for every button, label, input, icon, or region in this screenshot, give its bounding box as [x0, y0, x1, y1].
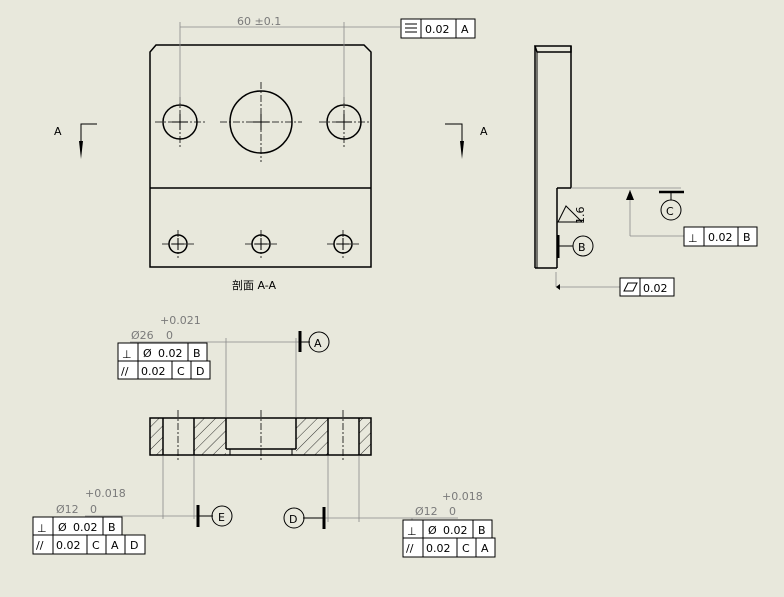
side-view: C 1.6 B ⊥ 0.02 B 0.02 [533, 45, 758, 297]
right-hole-dia: Ø12 [415, 505, 438, 518]
svg-text:Ø: Ø [58, 521, 67, 534]
fcf-bore [117, 342, 211, 380]
section-mark-right: A [445, 123, 488, 159]
svg-text:B: B [108, 521, 116, 534]
roughness-symbol: 1.6 [557, 205, 587, 225]
fcf-flatness-datum: A [461, 23, 469, 36]
svg-text:D: D [130, 539, 138, 552]
datum-d: D [289, 513, 297, 526]
svg-text:⊥: ⊥ [407, 525, 417, 538]
svg-text:A: A [54, 125, 62, 138]
svg-text:0.02: 0.02 [73, 521, 98, 534]
fcf-right-hole [402, 519, 496, 558]
left-hole-tol-lower: 0 [90, 503, 97, 516]
svg-text:Ø: Ø [428, 524, 437, 537]
datum-c: C [666, 205, 674, 218]
bore-tol-lower: 0 [166, 329, 173, 342]
svg-text:D: D [196, 365, 204, 378]
svg-text:C: C [177, 365, 185, 378]
svg-text:A: A [480, 125, 488, 138]
left-hole-tol-upper: +0.018 [85, 487, 126, 500]
svg-text:1.6: 1.6 [574, 207, 587, 225]
section-mark-left: A [54, 123, 97, 159]
svg-text:0.02: 0.02 [56, 539, 81, 552]
svg-text://: // [36, 539, 44, 552]
svg-text:0.02: 0.02 [426, 542, 451, 555]
svg-text:B: B [193, 347, 201, 360]
svg-text:0.02: 0.02 [443, 524, 468, 537]
svg-text:0.02: 0.02 [158, 347, 183, 360]
svg-text:C: C [462, 542, 470, 555]
svg-text:B: B [478, 524, 486, 537]
section-view: A +0.021 Ø26 0 ⊥ Ø 0.02 B // 0.02 C D E [32, 314, 496, 558]
svg-text:A: A [481, 542, 489, 555]
svg-text://: // [121, 365, 129, 378]
svg-text:A: A [111, 539, 119, 552]
svg-text:0.02: 0.02 [708, 231, 733, 244]
datum-b: B [578, 241, 586, 254]
right-hole-tol-lower: 0 [449, 505, 456, 518]
svg-text:Ø: Ø [143, 347, 152, 360]
svg-text:0.02: 0.02 [141, 365, 166, 378]
top-view: 60 ±0.1 0.02 A A A 剖面 A-A [54, 15, 488, 292]
fcf-left-hole [32, 516, 146, 555]
dim-spacing: 60 ±0.1 [237, 15, 281, 28]
svg-text:0.02: 0.02 [643, 282, 668, 295]
small-holes [162, 230, 359, 258]
bore-tol-upper: +0.021 [160, 314, 201, 327]
svg-text:C: C [92, 539, 100, 552]
fcf-flatness-tol: 0.02 [425, 23, 450, 36]
svg-text://: // [406, 542, 414, 555]
svg-text:⊥: ⊥ [688, 232, 698, 245]
svg-text:⊥: ⊥ [37, 522, 47, 535]
left-hole-dia: Ø12 [56, 503, 79, 516]
datum-e: E [218, 511, 225, 524]
section-title: 剖面 A-A [232, 278, 277, 292]
right-hole-tol-upper: +0.018 [442, 490, 483, 503]
fcf-side-perp [683, 226, 758, 247]
svg-text:B: B [743, 231, 751, 244]
datum-a: A [314, 337, 322, 350]
svg-text:⊥: ⊥ [122, 348, 132, 361]
bore-dia: Ø26 [131, 329, 154, 342]
